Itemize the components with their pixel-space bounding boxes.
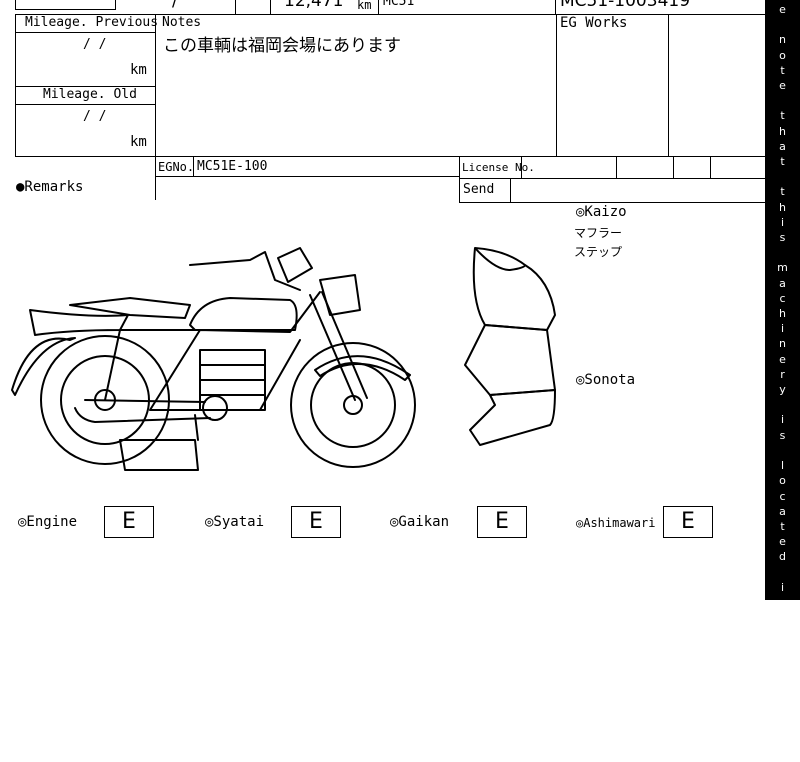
notes-text: この車輌は福岡会場にあります xyxy=(163,36,401,56)
mileage-old-date: / / xyxy=(83,109,107,124)
motorcycle-diagram xyxy=(11,247,416,471)
grade-engine-label: ◎Engine xyxy=(18,514,78,530)
rear-wheel xyxy=(40,335,170,465)
headlight xyxy=(319,274,361,316)
engine-no-label: EGNo. xyxy=(158,160,195,174)
grade-gaikan-label: ◎Gaikan xyxy=(390,514,450,530)
grade-engine-value: E xyxy=(104,506,154,538)
grade-syatai-value: E xyxy=(291,506,341,538)
fairing-panel xyxy=(464,247,556,446)
notes-label: Notes xyxy=(162,15,202,30)
tail-cowl xyxy=(69,297,191,319)
seat xyxy=(29,309,129,336)
mileage-previous-date: / / xyxy=(83,37,107,52)
top-model-code: MC51 xyxy=(383,0,415,9)
engine-cover xyxy=(202,395,228,421)
license-label: License No. xyxy=(462,161,535,174)
grade-gaikan-value: E xyxy=(477,506,527,538)
swingarm xyxy=(74,399,211,423)
sonota-label: ◎Sonota xyxy=(576,372,636,388)
mileage-old-unit: km xyxy=(130,134,147,150)
front-fork xyxy=(309,291,368,401)
top-date-fragment: / xyxy=(172,0,178,11)
frame xyxy=(104,291,321,411)
send-label: Send xyxy=(463,182,495,197)
mileage-previous-label: Mileage. Previous xyxy=(25,15,159,30)
kaizo-item: ステップ xyxy=(574,245,623,259)
mileage-previous-unit: km xyxy=(130,62,147,78)
mileage-old-label: Mileage. Old xyxy=(43,87,137,102)
grade-ashimawari-label: ◎Ashimawari xyxy=(576,516,656,530)
top-mileage-unit: km xyxy=(357,0,372,12)
front-fender xyxy=(314,355,411,381)
eg-works-label: EG Works xyxy=(560,15,628,31)
rear-fender xyxy=(11,337,76,396)
exhaust xyxy=(119,439,199,471)
front-hub xyxy=(343,395,363,415)
top-frame-number: MC51-1003419 xyxy=(560,0,691,11)
grade-syatai-label: ◎Syatai xyxy=(205,514,265,530)
engine-no-value: MC51E-100 xyxy=(197,159,268,174)
mirror xyxy=(277,247,313,283)
front-wheel xyxy=(290,342,416,468)
top-mileage-value: 12,471 xyxy=(284,0,344,11)
fuel-tank xyxy=(189,297,298,331)
grade-ashimawari-value: E xyxy=(663,506,713,538)
remarks-label: ●Remarks xyxy=(16,179,84,195)
rear-wheel-rim xyxy=(60,355,150,445)
front-wheel-rim xyxy=(310,362,396,448)
handlebar xyxy=(189,251,301,291)
kaizo-item: マフラー xyxy=(574,226,623,240)
kaizo-label: ◎Kaizo xyxy=(576,204,627,220)
